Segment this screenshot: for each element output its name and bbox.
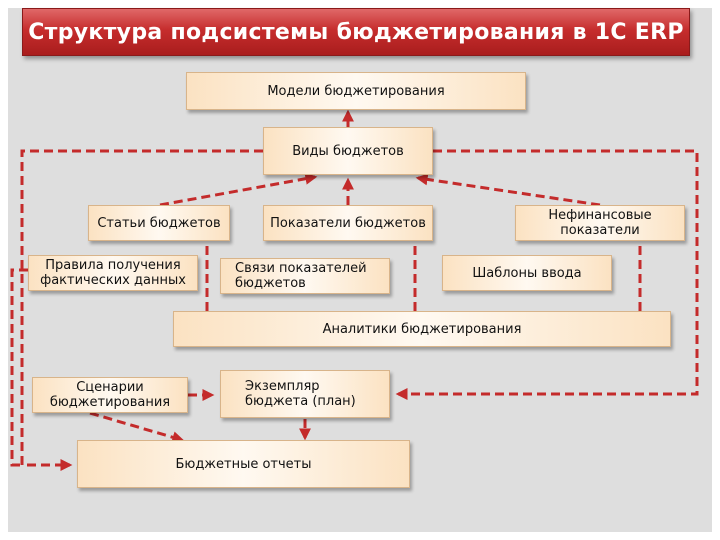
node-budget-types[interactable]: Виды бюджетов: [263, 127, 433, 175]
arrow-rules-to-reports: [10, 268, 28, 467]
node-budget-scenarios[interactable]: Сценарии бюджетирования: [32, 377, 188, 413]
arrow-nonfinancial-to-types: [415, 173, 601, 207]
page-title: Структура подсистемы бюджетирования в 1С…: [22, 8, 690, 56]
node-budget-analytics[interactable]: Аналитики бюджетирования: [173, 311, 671, 347]
loop-types-to-reports: [20, 149, 263, 471]
node-input-templates[interactable]: Шаблоны ввода: [442, 255, 612, 291]
node-budget-items[interactable]: Статьи бюджетов: [88, 205, 230, 241]
node-nonfinancial-indicators[interactable]: Нефинансовые показатели: [515, 205, 685, 241]
node-indicator-links[interactable]: Связи показателей бюджетов: [220, 258, 390, 294]
node-budget-reports[interactable]: Бюджетные отчеты: [77, 440, 410, 488]
node-budget-instance[interactable]: Экземпляр бюджета (план): [220, 370, 390, 418]
arrow-items-to-types: [159, 172, 318, 207]
loop-types-to-instance: [395, 149, 699, 400]
node-actual-data-rules[interactable]: Правила получения фактических данных: [28, 255, 198, 291]
arrow-scenarios-to-reports: [89, 411, 185, 444]
node-budget-models[interactable]: Модели бюджетирования: [186, 72, 526, 110]
node-budget-indicators[interactable]: Показатели бюджетов: [263, 205, 433, 241]
